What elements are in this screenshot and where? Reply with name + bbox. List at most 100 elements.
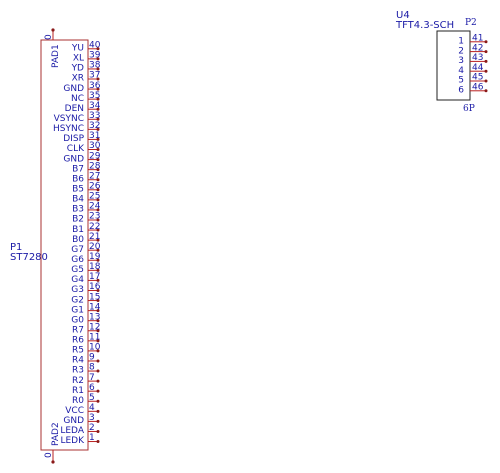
p1-pin-12[interactable]: R7 12 (72, 322, 100, 335)
p1-pin-number: 27 (89, 171, 100, 181)
p1-pin-name: B4 (72, 195, 84, 205)
p1-pin-number: 11 (89, 333, 100, 343)
p1-pin-number: 29 (89, 151, 101, 161)
p1-pin-number: 1 (89, 433, 95, 443)
p1-pin-20[interactable]: G7 20 (71, 242, 100, 255)
p1-pin-name: XL (73, 54, 84, 64)
p1-pin-end-dot (96, 198, 100, 202)
p1-pin-end-dot (96, 238, 100, 242)
u4-pin-number: 46 (472, 83, 484, 93)
p1-pin-number: 24 (89, 202, 101, 212)
p1-pin-end-dot (96, 137, 100, 141)
p1-top-pad-name: PAD1 (51, 44, 61, 68)
u4-connector-type: 6P (463, 104, 475, 114)
p1-pin-number: 6 (89, 383, 95, 393)
p1-pin-16[interactable]: G3 16 (71, 282, 100, 295)
p1-pin-name: G7 (71, 245, 84, 255)
p1-body (40, 39, 89, 451)
p1-pin-end-dot (96, 218, 100, 222)
p1-pin-end-dot (96, 419, 100, 423)
p1-pin-18[interactable]: G5 18 (71, 262, 100, 275)
p1-pin-end-dot (96, 47, 100, 51)
p1-pin-end-dot (96, 399, 100, 403)
p1-pin-number: 33 (89, 111, 100, 121)
p1-pin-number: 38 (89, 61, 101, 71)
p1-pin-1[interactable]: LEDK 1 (60, 433, 100, 446)
p1-top-pad-number: 0 (44, 34, 54, 40)
u4-value-label: TFT4.3-SCH (395, 20, 454, 31)
p1-pin-number: 15 (89, 292, 100, 302)
p1-pin-end-dot (96, 57, 100, 61)
u4-connector-body (436, 30, 471, 101)
p1-pin-end-dot (96, 319, 100, 323)
p1-pin-38[interactable]: YD 38 (71, 61, 101, 74)
p1-pin-name: G3 (71, 285, 84, 295)
p1-pin-end-dot (96, 268, 100, 272)
u4-pin-end-dot (484, 59, 488, 63)
p1-pin-name: R7 (72, 325, 84, 335)
p1-pin-end-dot (96, 67, 100, 71)
p1-pin-name: LEDK (60, 436, 85, 446)
p1-pin-number: 20 (89, 242, 101, 252)
u4-pin-index: 3 (458, 56, 464, 66)
p1-pin-number: 16 (89, 282, 101, 292)
p1-pin-end-dot (96, 379, 100, 383)
p1-pin-name: R2 (72, 376, 84, 386)
p1-pin-number: 12 (89, 322, 100, 332)
p1-pin-name: G5 (71, 265, 84, 275)
p1-pin-number: 34 (89, 101, 101, 111)
p1-pin-name: NC (71, 94, 84, 104)
u4-pin-end-dot (484, 40, 488, 44)
p1-pin-number: 18 (89, 262, 101, 272)
p1-pin-end-dot (96, 339, 100, 343)
p1-pin-name: R0 (72, 396, 84, 406)
p1-pin-name: DISP (63, 134, 84, 144)
p1-pin-end-dot (96, 168, 100, 172)
p1-pin-name: YD (71, 64, 84, 74)
u4-pin-end-dot (484, 89, 488, 93)
p1-pin-31[interactable]: DISP 31 (63, 131, 100, 144)
p1-pin-number: 31 (89, 131, 100, 141)
